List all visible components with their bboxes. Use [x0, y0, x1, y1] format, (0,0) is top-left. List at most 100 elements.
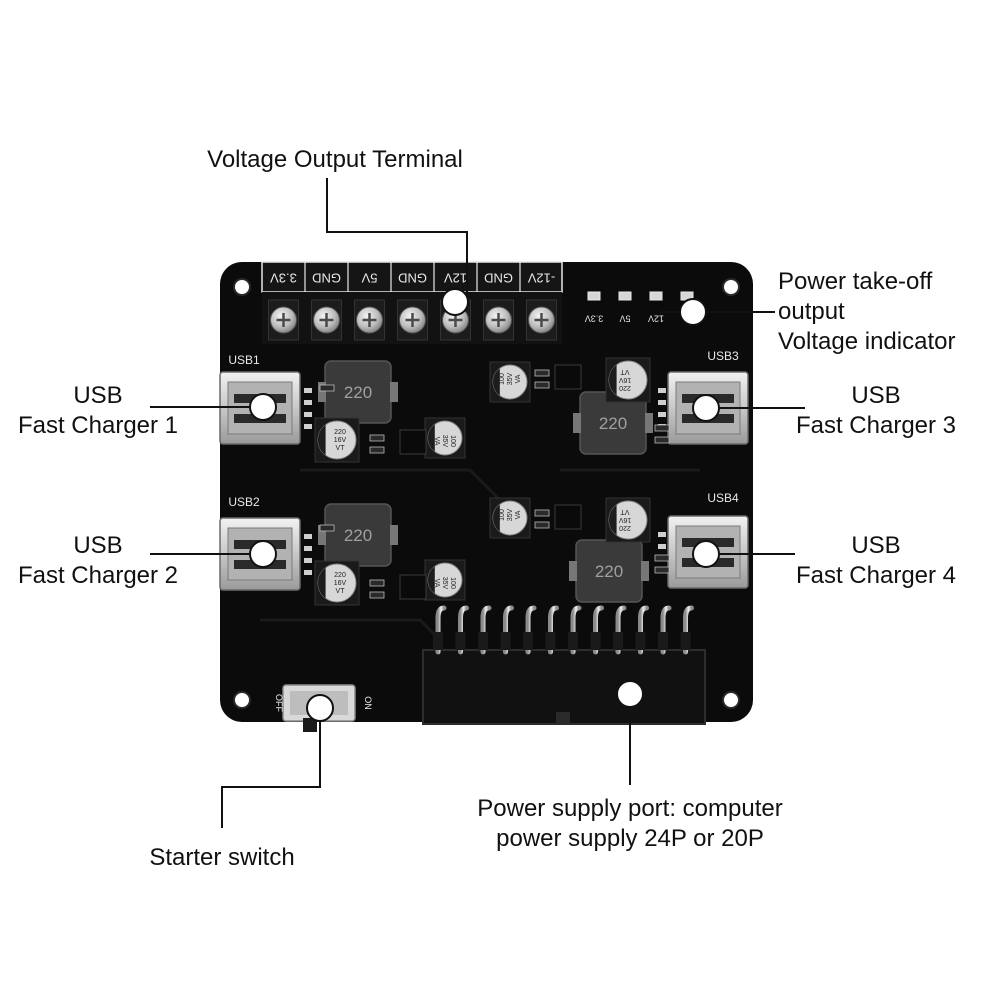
svg-text:16V: 16V [618, 376, 631, 383]
connector-pin [613, 605, 627, 655]
svg-text:100: 100 [499, 373, 506, 385]
connector-pin [658, 605, 672, 655]
callout-usb2-line1: USB [73, 532, 123, 559]
svg-text:220: 220 [344, 383, 372, 402]
marker-usb3 [692, 394, 720, 422]
terminal-screw [268, 299, 299, 341]
svg-text:VA: VA [515, 374, 522, 383]
usb-port-label: USB2 [228, 495, 260, 509]
indicator-label: 5V [619, 314, 630, 324]
svg-text:220: 220 [344, 526, 372, 545]
callout-usb1-line1: USB [73, 382, 123, 409]
callout-usb1-line2: Fast Charger 1 [17, 412, 179, 439]
terminal-label: 5V [361, 271, 377, 286]
switch-on-label: ON [363, 696, 373, 710]
svg-text:VA: VA [433, 579, 440, 588]
smd-resistors [319, 369, 670, 599]
marker-power-supply-port [616, 680, 644, 708]
callout-usb4: USB Fast Charger 4 [776, 531, 976, 591]
svg-text:100: 100 [449, 435, 456, 447]
callout-voltage-output-terminal-text: Voltage Output Terminal [207, 146, 463, 173]
callout-usb3: USB Fast Charger 3 [776, 381, 976, 441]
svg-text:VT: VT [336, 445, 346, 452]
callout-power-supply-port-line1: Power supply port: computer [477, 795, 783, 822]
connector-pin [545, 605, 559, 655]
power-supply-connector [422, 605, 706, 725]
callout-usb2-line2: Fast Charger 2 [17, 562, 179, 589]
marker-usb4 [692, 540, 720, 568]
terminal-label: 3.3V [270, 271, 297, 286]
voltage-terminal-block: 3.3V GND 5V GND 12V GND -12V [261, 261, 563, 344]
indicator-led [618, 291, 632, 301]
terminal-label: -12V [527, 271, 555, 286]
terminal-label: GND [398, 271, 427, 286]
svg-text:16V: 16V [334, 580, 347, 587]
inductor: 220 [318, 360, 398, 424]
callout-power-takeoff-line3: Voltage indicator [778, 328, 956, 355]
svg-text:220: 220 [334, 429, 346, 436]
leader-lines [150, 178, 805, 828]
indicator-led [587, 291, 601, 301]
terminal-label: GND [484, 271, 513, 286]
callout-power-takeoff: Power take-off output Voltage indicator [778, 267, 955, 357]
callout-markers [249, 288, 720, 722]
terminal-screw [311, 299, 342, 341]
connector-pin [523, 605, 537, 655]
terminal-label: GND [312, 271, 341, 286]
indicator-led [649, 291, 663, 301]
svg-text:220: 220 [619, 524, 631, 531]
usb-port-label: USB4 [707, 491, 739, 505]
svg-text:35V: 35V [441, 435, 448, 448]
svg-text:VT: VT [336, 588, 346, 595]
connector-pin [500, 605, 514, 655]
callout-usb2: USB Fast Charger 2 [0, 531, 196, 591]
callout-power-takeoff-line2: output [778, 298, 845, 325]
callout-power-takeoff-line1: Power take-off [778, 268, 933, 295]
connector-pin [680, 605, 694, 655]
callout-voltage-output-terminal: Voltage Output Terminal [180, 145, 490, 175]
usb-port-label: USB3 [707, 349, 739, 363]
usb-port-label: USB1 [228, 353, 260, 367]
svg-text:35V: 35V [441, 577, 448, 590]
connector-pin [455, 605, 469, 655]
svg-text:220: 220 [599, 414, 627, 433]
starter-switch: OFF ON [274, 684, 373, 732]
terminal-screw [483, 299, 514, 341]
svg-text:VA: VA [515, 510, 522, 519]
inductor: 220 [573, 391, 653, 455]
svg-text:220: 220 [595, 562, 623, 581]
svg-text:VT: VT [620, 368, 630, 375]
svg-text:100: 100 [449, 577, 456, 589]
indicator-label: 12V [648, 314, 664, 324]
callout-usb3-line1: USB [851, 382, 901, 409]
callout-usb4-line1: USB [851, 532, 901, 559]
svg-text:16V: 16V [618, 516, 631, 523]
indicator-label: 3.3V [585, 314, 604, 324]
callout-starter-switch-text: Starter switch [149, 844, 295, 871]
marker-usb1 [249, 393, 277, 421]
svg-text:100: 100 [499, 509, 506, 521]
svg-text:35V: 35V [507, 508, 514, 521]
callout-usb4-line2: Fast Charger 4 [795, 562, 957, 589]
terminal-label: 12V [444, 271, 467, 286]
marker-starter-switch [306, 694, 334, 722]
svg-text:VA: VA [433, 437, 440, 446]
marker-usb2 [249, 540, 277, 568]
terminal-screw [397, 299, 428, 341]
marker-power-takeoff [679, 298, 707, 326]
callout-starter-switch: Starter switch [122, 843, 322, 873]
svg-text:35V: 35V [507, 372, 514, 385]
smd-chips [399, 364, 582, 600]
callout-power-supply-port-line2: power supply 24P or 20P [496, 825, 764, 852]
connector-pin [478, 605, 492, 655]
svg-text:VT: VT [620, 508, 630, 515]
inductor: 220 [318, 503, 398, 567]
connector-pin [433, 605, 447, 655]
